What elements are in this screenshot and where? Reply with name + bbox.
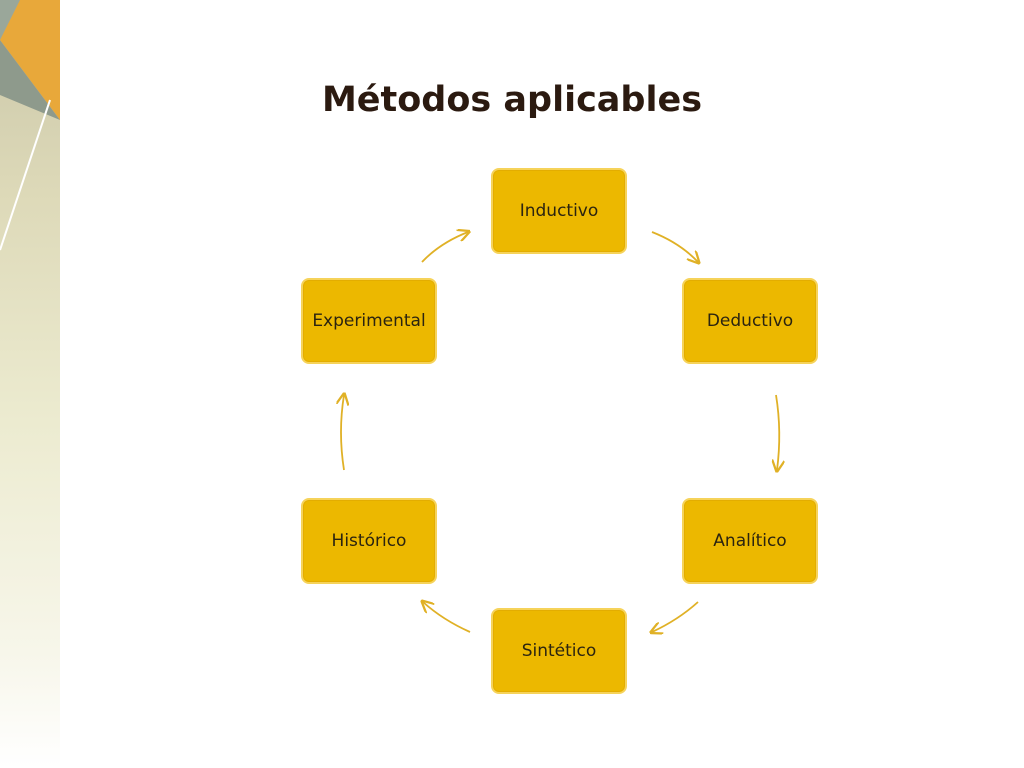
- white-diagonal-line: [0, 99, 51, 251]
- gray-corner-shape: [0, 0, 20, 40]
- arrow-inductivo-to-deductivo: [651, 231, 698, 262]
- node-deductivo: Deductivo: [682, 278, 818, 364]
- arrow-analitico-to-sintetico: [652, 601, 699, 632]
- side-decoration-shapes: [0, 0, 60, 251]
- node-inductivo: Inductivo: [491, 168, 627, 254]
- side-decoration-strip: [0, 0, 60, 768]
- arrow-sintetico-to-historico: [423, 602, 471, 633]
- arrow-historico-to-experimental: [341, 395, 344, 471]
- node-analitico: Analítico: [682, 498, 818, 584]
- arrow-experimental-to-inductivo: [421, 232, 468, 263]
- arrow-deductivo-to-analitico: [776, 394, 779, 470]
- slide-title: Métodos aplicables: [321, 80, 703, 120]
- node-historico: Histórico: [301, 498, 437, 584]
- orange-triangle-shape: [0, 0, 60, 120]
- node-experimental: Experimental: [301, 278, 437, 364]
- node-sintetico: Sintético: [491, 608, 627, 694]
- gray-triangle-shape: [0, 40, 60, 120]
